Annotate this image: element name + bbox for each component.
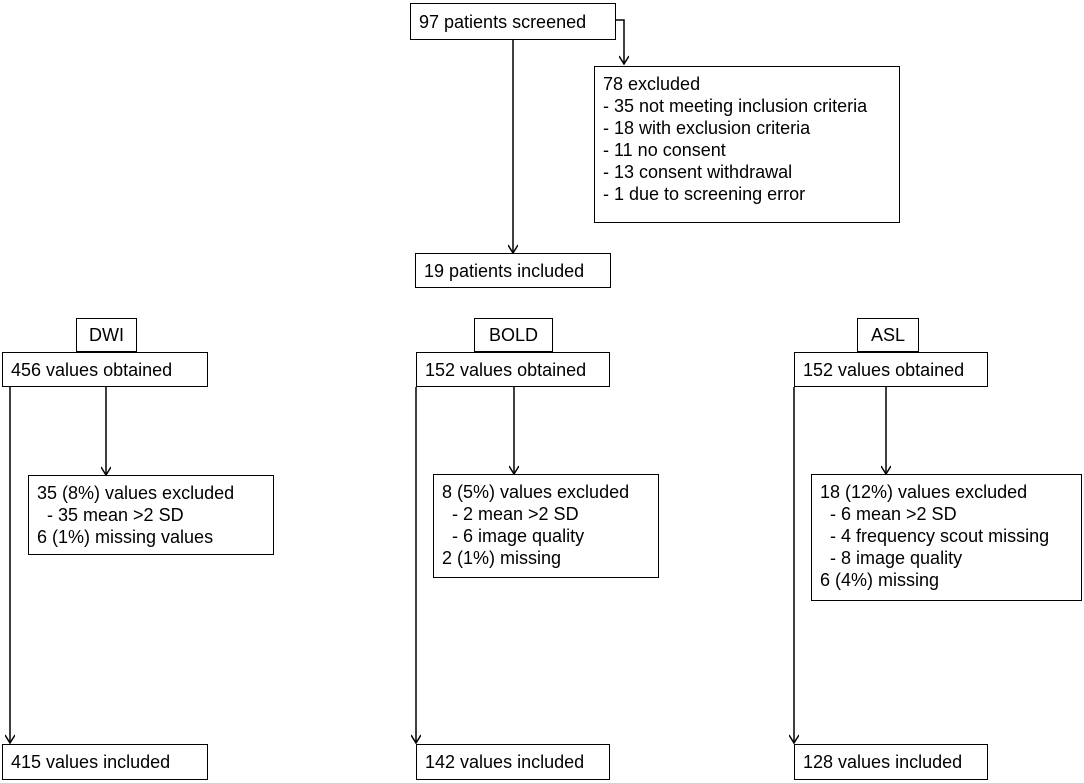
excluded-line: 78 excluded [603, 74, 701, 94]
patients-included-box: 19 patients included [415, 253, 611, 288]
bold-excluded-line: 2 (1%) missing [442, 548, 562, 568]
asl-excluded-line: - 4 frequency scout missing [820, 526, 1050, 546]
patients-screened-text: 97 patients screened [419, 11, 587, 32]
bold-obtained-text: 152 values obtained [425, 359, 587, 380]
asl-label: ASL [870, 325, 906, 345]
dwi-excluded-line: 35 (8%) values excluded [37, 483, 235, 503]
asl-included-text: 128 values included [803, 752, 963, 772]
dwi-label-box: DWI [76, 318, 137, 352]
arrow-screened-to-excluded [616, 19, 624, 64]
dwi-included-box: 415 values included [2, 744, 208, 780]
excluded-line: - 11 no consent [603, 140, 726, 160]
patients-included-text: 19 patients included [424, 260, 585, 281]
bold-included-box: 142 values included [416, 744, 610, 780]
patients-screened-box: 97 patients screened [410, 3, 616, 40]
asl-label-box: ASL [857, 318, 919, 352]
patients-excluded-box: 78 excluded - 35 not meeting inclusion c… [594, 66, 900, 223]
dwi-excluded-line: 6 (1%) missing values [37, 527, 214, 547]
bold-label-box: BOLD [474, 318, 553, 352]
asl-excluded-box: 18 (12%) values excluded - 6 mean >2 SD … [811, 474, 1082, 601]
excluded-line: - 13 consent withdrawal [603, 162, 793, 182]
asl-excluded-line: - 6 mean >2 SD [820, 504, 957, 524]
asl-excluded-line: 6 (4%) missing [820, 570, 940, 590]
bold-excluded-line: - 2 mean >2 SD [442, 504, 579, 524]
dwi-label: DWI [89, 325, 124, 345]
bold-obtained-box: 152 values obtained [416, 352, 610, 387]
dwi-obtained-text: 456 values obtained [11, 359, 173, 380]
asl-included-box: 128 values included [794, 744, 988, 780]
excluded-line: - 18 with exclusion criteria [603, 118, 811, 138]
excluded-line: - 1 due to screening error [603, 184, 806, 204]
dwi-excluded-box: 35 (8%) values excluded - 35 mean >2 SD … [28, 475, 274, 555]
bold-excluded-line: 8 (5%) values excluded [442, 482, 630, 502]
bold-included-text: 142 values included [425, 752, 585, 772]
asl-excluded-line: - 8 image quality [820, 548, 963, 568]
asl-obtained-text: 152 values obtained [803, 359, 965, 380]
dwi-excluded-line: - 35 mean >2 SD [37, 505, 184, 525]
dwi-obtained-box: 456 values obtained [2, 352, 208, 387]
bold-label: BOLD [488, 325, 539, 345]
bold-excluded-box: 8 (5%) values excluded - 2 mean >2 SD - … [433, 474, 659, 578]
asl-excluded-line: 18 (12%) values excluded [820, 482, 1028, 502]
asl-obtained-box: 152 values obtained [794, 352, 988, 387]
excluded-line: - 35 not meeting inclusion criteria [603, 96, 868, 116]
dwi-included-text: 415 values included [11, 752, 171, 772]
bold-excluded-line: - 6 image quality [442, 526, 585, 546]
